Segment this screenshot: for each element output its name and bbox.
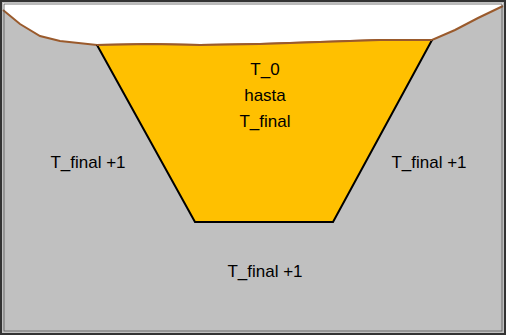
excavation-trapezoid: T_0 hasta T_final: [90, 30, 440, 230]
ground-surface-line: [97, 40, 432, 45]
frame-inner-border: [4, 4, 502, 331]
ground-label: T_final +1: [50, 153, 125, 173]
ground-label: T_final +1: [227, 262, 302, 282]
ground-surface-line: [3, 6, 503, 45]
trapezoid-fill: [97, 40, 432, 222]
trapezoid-outline: [97, 40, 432, 222]
sky-area: [3, 3, 503, 45]
ground-label: T_final +1: [391, 153, 466, 173]
excavation-label: T_0 hasta T_final: [232, 57, 298, 135]
